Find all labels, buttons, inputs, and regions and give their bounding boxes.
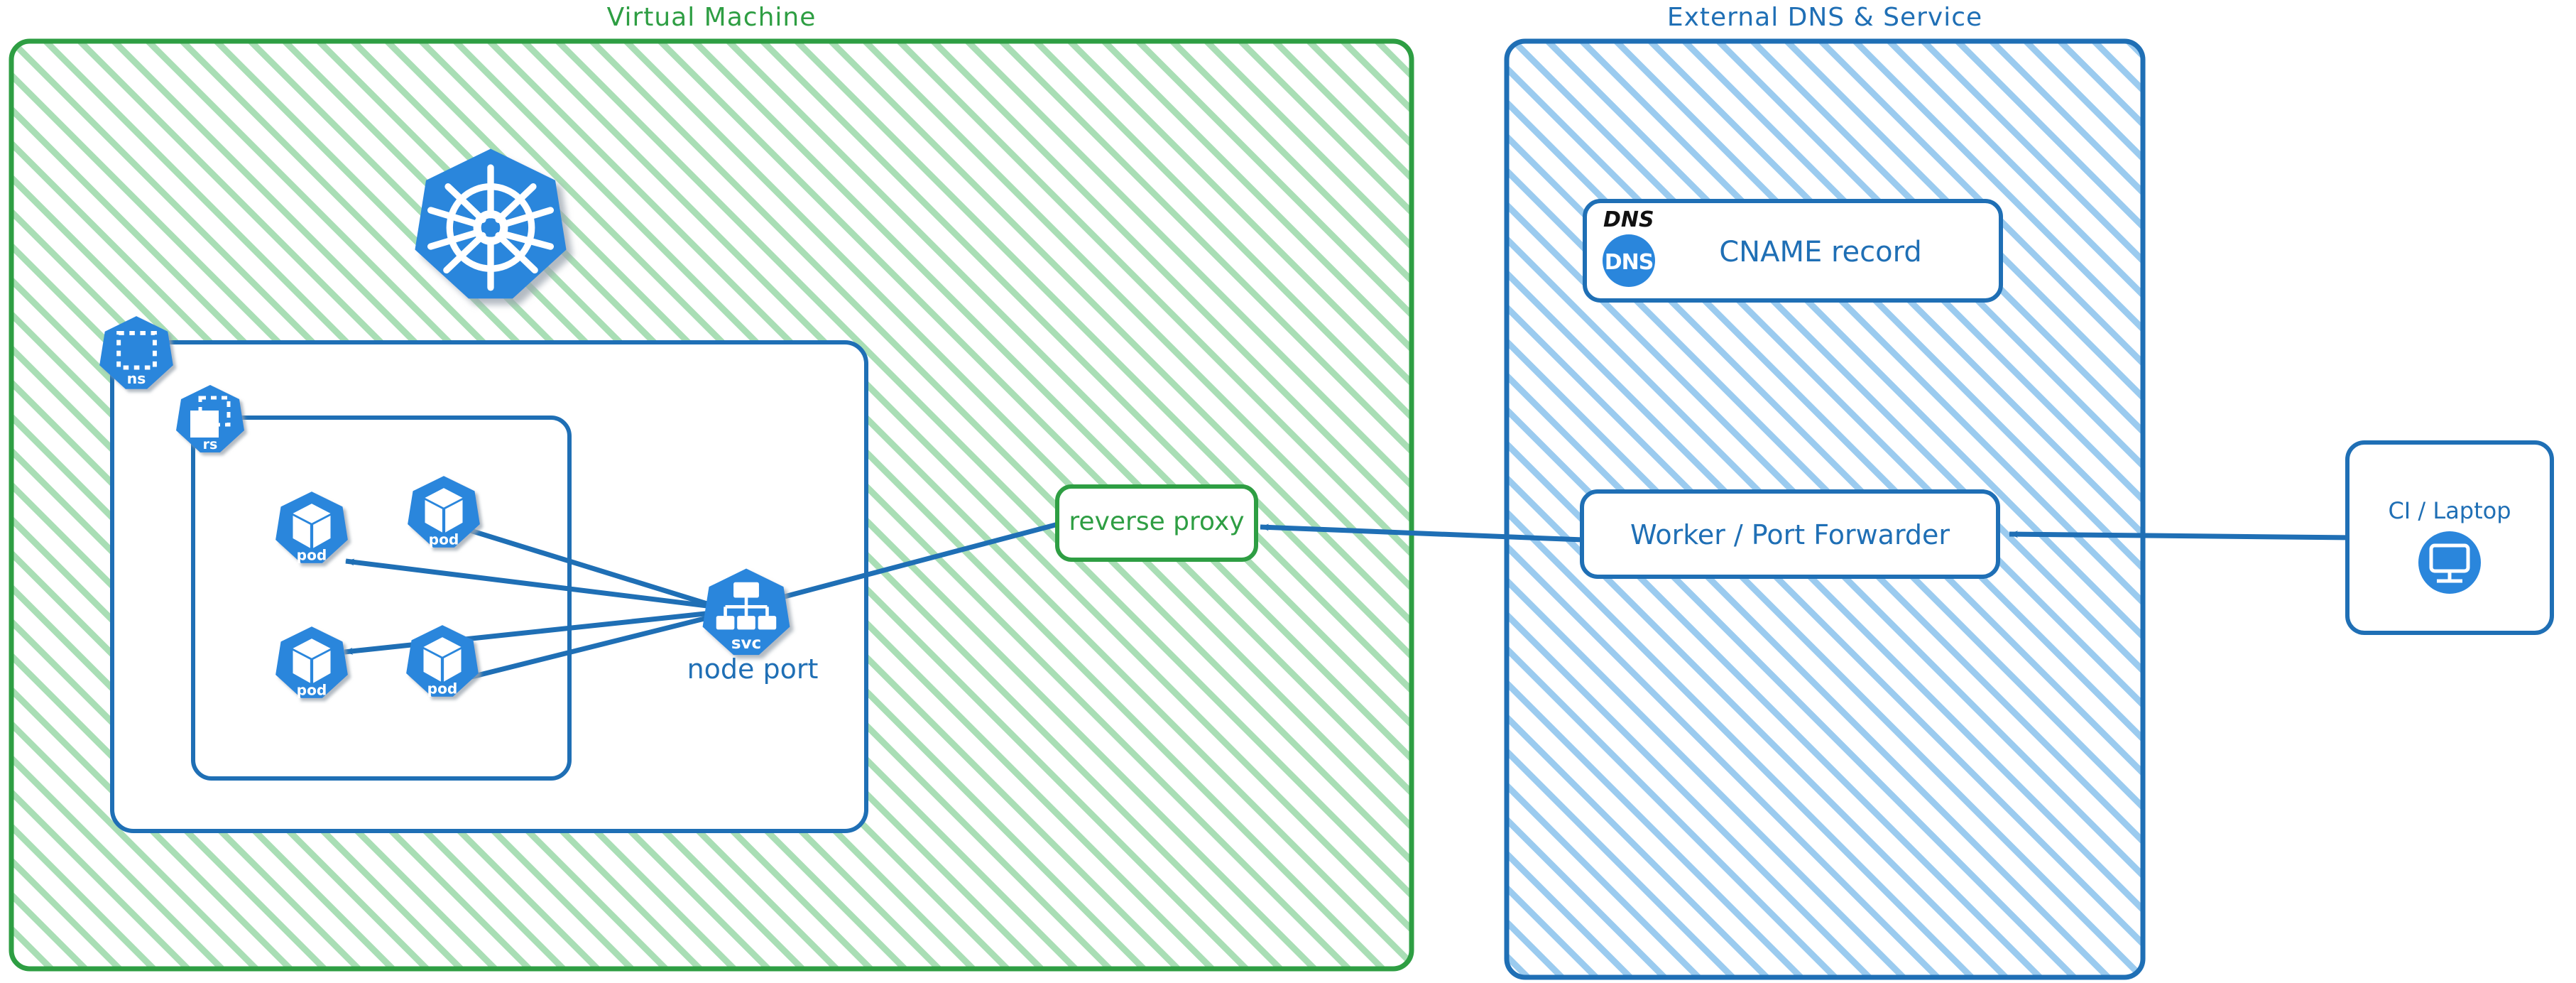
service-label: svc xyxy=(731,634,761,653)
edge-service-to-pod-4 xyxy=(451,612,719,685)
edge-service-to-pod-3 xyxy=(344,609,719,655)
pod-badge-3: pod xyxy=(275,626,348,699)
service-caption: node port xyxy=(687,653,819,685)
pod-badge-4: pod xyxy=(406,625,479,697)
dns-record-label: CNAME record xyxy=(1719,236,1922,268)
replicaset-label: rs xyxy=(203,437,218,452)
edge-client-to-worker xyxy=(2009,531,2351,541)
pod-badge-2: pod xyxy=(408,476,480,548)
reverse-proxy-box[interactable] xyxy=(1055,484,1258,562)
namespace-label: ns xyxy=(127,370,146,387)
kubernetes-logo-icon xyxy=(415,148,567,299)
desktop-monitor-icon xyxy=(2418,531,2481,594)
worker-label: Worker / Port Forwarder xyxy=(1630,519,1950,550)
namespace-icon: ns xyxy=(99,316,173,389)
replicaset-icon: rs xyxy=(176,385,244,452)
pod-label-1: pod xyxy=(297,547,327,564)
edge-service-to-pod-2 xyxy=(453,523,720,610)
service-icon: svc xyxy=(702,568,790,656)
dns-badge-label: DNS xyxy=(1605,250,1654,275)
dns-box-label: DNS xyxy=(1603,207,1654,232)
edge-worker-to-reverse-proxy xyxy=(1260,523,1584,543)
virtual-machine-title: Virtual Machine xyxy=(606,3,817,32)
dns-box[interactable] xyxy=(1583,199,2003,303)
client-label: CI / Laptop xyxy=(2388,497,2511,524)
pod-label-4: pod xyxy=(427,680,458,697)
pod-badge-1: pod xyxy=(275,492,348,564)
edge-service-to-pod-1 xyxy=(345,558,719,610)
worker-box[interactable] xyxy=(1580,489,2000,579)
external-dns-service-title: External DNS & Service xyxy=(1666,3,1983,32)
edge-reverse-proxy-to-service xyxy=(770,521,1061,603)
dns-icon: DNS xyxy=(1603,234,1655,287)
reverse-proxy-label: reverse proxy xyxy=(1069,507,1245,536)
replicaset-boundary-box xyxy=(191,416,572,781)
edges-service-to-pods xyxy=(344,523,720,685)
pod-label-2: pod xyxy=(429,531,459,548)
pod-label-3: pod xyxy=(297,682,327,699)
